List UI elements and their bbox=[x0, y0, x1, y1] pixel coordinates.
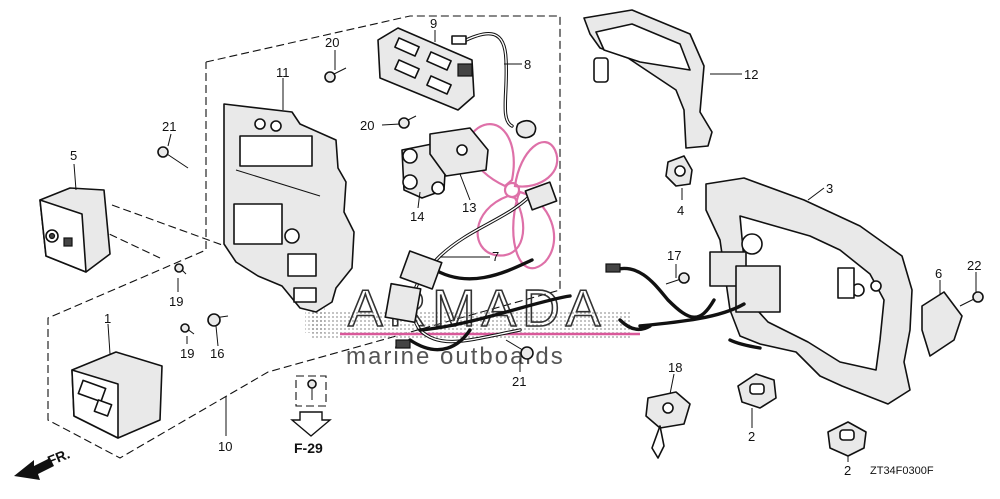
callout-8: 8 bbox=[524, 57, 531, 72]
callout-21-lower: 21 bbox=[512, 374, 526, 389]
part-13-relay bbox=[429, 127, 489, 177]
callout-21-upper: 21 bbox=[162, 119, 176, 134]
callout-22: 22 bbox=[967, 258, 981, 273]
callout-10: 10 bbox=[218, 439, 232, 454]
part-4-grommet bbox=[665, 155, 693, 187]
part-3-frame bbox=[705, 177, 913, 405]
part-14-switch bbox=[401, 143, 447, 199]
drawing-code: ZT34F0300F bbox=[870, 465, 934, 477]
front-marker: FR. bbox=[45, 445, 72, 468]
bolts-screws bbox=[157, 67, 984, 407]
callout-3: 3 bbox=[826, 181, 833, 196]
bolt-21-upper bbox=[157, 146, 189, 169]
callout-7: 7 bbox=[492, 249, 499, 264]
screw-17 bbox=[665, 272, 690, 285]
part-18-key-switch bbox=[645, 391, 691, 459]
callout-4: 4 bbox=[677, 203, 684, 218]
callout-20-middle: 20 bbox=[360, 118, 374, 133]
part-7-wire-harness bbox=[384, 181, 572, 352]
callout-18: 18 bbox=[668, 360, 682, 375]
callout-16: 16 bbox=[210, 346, 224, 361]
part-2-mount-a bbox=[737, 373, 777, 409]
callout-17: 17 bbox=[667, 248, 681, 263]
page-ref-label: F-29 bbox=[294, 440, 323, 456]
part-8-ground-wire bbox=[451, 32, 537, 139]
bolt-20-middle bbox=[398, 115, 417, 129]
part-9-outlet bbox=[377, 27, 475, 111]
callout-1: 1 bbox=[104, 311, 111, 326]
callout-11: 11 bbox=[276, 65, 290, 80]
callout-2-a: 2 bbox=[748, 429, 755, 444]
part-6-clip bbox=[921, 291, 963, 357]
part-2-mount-b bbox=[827, 421, 867, 457]
screw-19-b bbox=[180, 323, 195, 335]
part-1-receptacle bbox=[71, 351, 163, 439]
part-3-wires bbox=[605, 263, 762, 350]
bolt-f29 bbox=[295, 375, 327, 407]
callout-5: 5 bbox=[70, 148, 77, 163]
part-11-panel bbox=[223, 103, 355, 313]
bolt-16 bbox=[207, 313, 229, 327]
front-arrow-icon bbox=[14, 458, 54, 480]
leader-lines bbox=[73, 30, 977, 462]
callout-20-upper: 20 bbox=[325, 35, 339, 50]
callouts: 9 8 20 11 20 21 5 14 13 12 3 4 7 17 6 22… bbox=[70, 16, 981, 478]
bolt-22 bbox=[959, 291, 984, 307]
screw-19-a bbox=[174, 263, 187, 275]
callout-14: 14 bbox=[410, 209, 424, 224]
bolt-21-lower bbox=[505, 339, 534, 360]
callout-19-a: 19 bbox=[169, 294, 183, 309]
callout-12: 12 bbox=[744, 67, 758, 82]
callout-13: 13 bbox=[462, 200, 476, 215]
callout-9: 9 bbox=[430, 16, 437, 31]
callout-2-b: 2 bbox=[844, 463, 851, 478]
callout-6: 6 bbox=[935, 266, 942, 281]
part-12-cover bbox=[583, 9, 713, 149]
part-5-outlet-box bbox=[39, 187, 111, 273]
bolt-20-upper bbox=[324, 67, 347, 83]
callout-19-b: 19 bbox=[180, 346, 194, 361]
page-ref-arrow bbox=[290, 411, 332, 437]
